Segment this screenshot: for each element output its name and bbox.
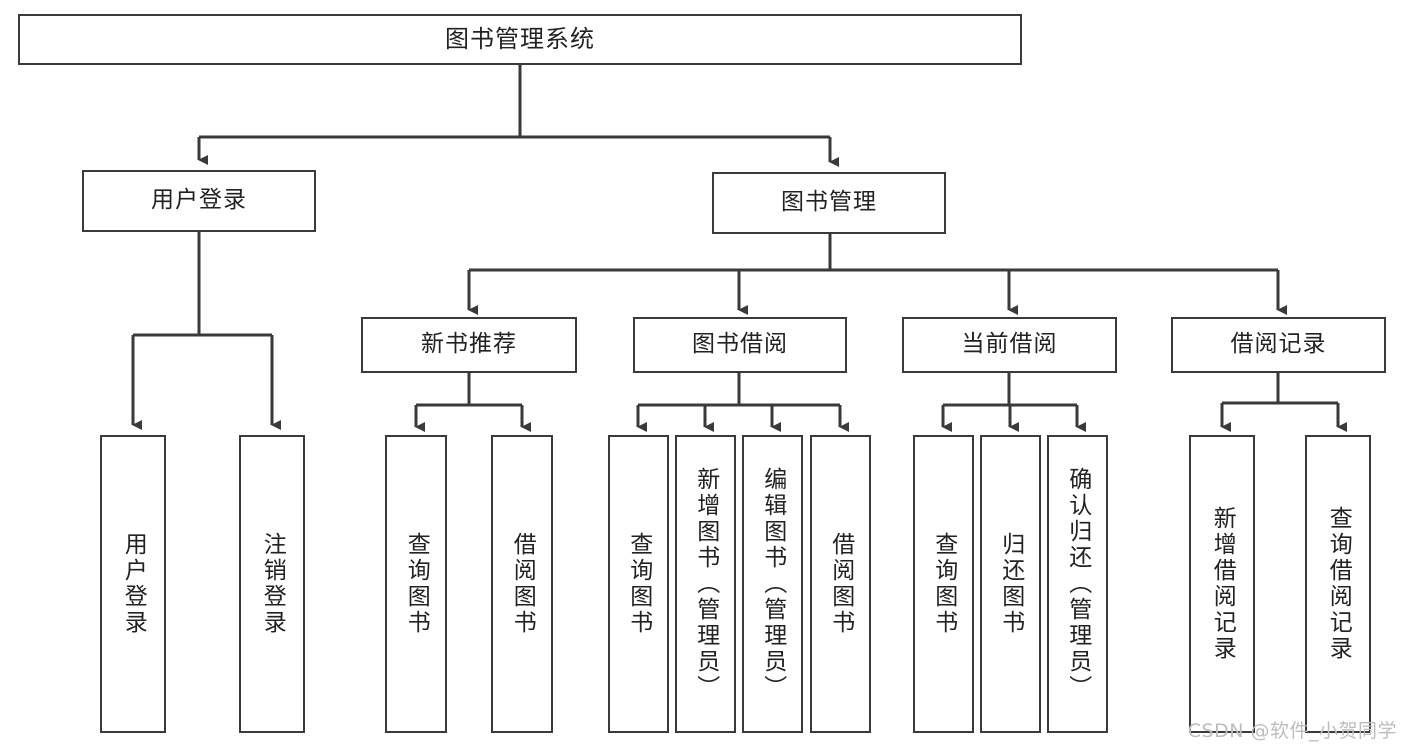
node-root-label: 图书管理系统 [445,25,595,54]
node-current-borrow-label: 当前借阅 [961,331,1058,358]
node-leaf-borrow-edit-book[interactable]: 编辑图书（管理员） [742,435,803,733]
node-book-manage[interactable]: 图书管理 [712,172,946,234]
node-book-borrow-label: 图书借阅 [692,331,788,358]
node-borrow-record-label: 借阅记录 [1230,331,1327,358]
node-leaf-borrow-borrow-book[interactable]: 借阅图书 [810,435,871,733]
node-leaf-cur-return-book[interactable]: 归还图书 [980,435,1041,733]
node-leaf-cur-return-book-label: 归还图书 [997,532,1024,636]
node-current-borrow[interactable]: 当前借阅 [902,317,1117,373]
node-user-login[interactable]: 用户登录 [82,170,316,232]
node-leaf-rec-query-book-label: 查询图书 [403,532,430,636]
node-leaf-rec-borrow-book[interactable]: 借阅图书 [491,435,553,733]
node-leaf-user-logout-label: 注销登录 [259,532,286,636]
node-leaf-rec-add-record-label: 新增借阅记录 [1209,506,1236,662]
node-new-book-rec-label: 新书推荐 [421,331,517,358]
node-leaf-borrow-query-book-label: 查询图书 [625,532,652,636]
node-leaf-user-logout[interactable]: 注销登录 [239,435,305,733]
node-leaf-rec-query-record-label: 查询借阅记录 [1325,506,1352,662]
node-leaf-borrow-query-book[interactable]: 查询图书 [608,435,669,733]
node-new-book-rec[interactable]: 新书推荐 [361,317,577,373]
node-leaf-cur-query-book-label: 查询图书 [930,532,957,636]
node-leaf-cur-query-book[interactable]: 查询图书 [913,435,974,733]
node-leaf-cur-confirm-return[interactable]: 确认归还（管理员） [1047,435,1108,733]
node-user-login-label: 用户登录 [151,187,247,214]
node-leaf-user-login[interactable]: 用户登录 [100,435,166,733]
node-leaf-rec-add-record[interactable]: 新增借阅记录 [1189,435,1255,733]
node-leaf-rec-borrow-book-label: 借阅图书 [509,532,536,636]
node-book-borrow[interactable]: 图书借阅 [633,317,847,373]
node-leaf-borrow-borrow-book-label: 借阅图书 [827,532,854,636]
node-leaf-borrow-add-book-label: 新增图书（管理员） [692,467,719,701]
node-leaf-cur-confirm-return-label: 确认归还（管理员） [1064,467,1091,701]
node-leaf-rec-query-book[interactable]: 查询图书 [385,435,447,733]
node-leaf-borrow-add-book[interactable]: 新增图书（管理员） [675,435,736,733]
node-leaf-user-login-label: 用户登录 [120,532,147,636]
node-root[interactable]: 图书管理系统 [18,14,1022,65]
node-borrow-record[interactable]: 借阅记录 [1171,317,1386,373]
node-book-manage-label: 图书管理 [781,189,877,216]
node-leaf-rec-query-record[interactable]: 查询借阅记录 [1305,435,1371,733]
node-leaf-borrow-edit-book-label: 编辑图书（管理员） [759,467,786,701]
